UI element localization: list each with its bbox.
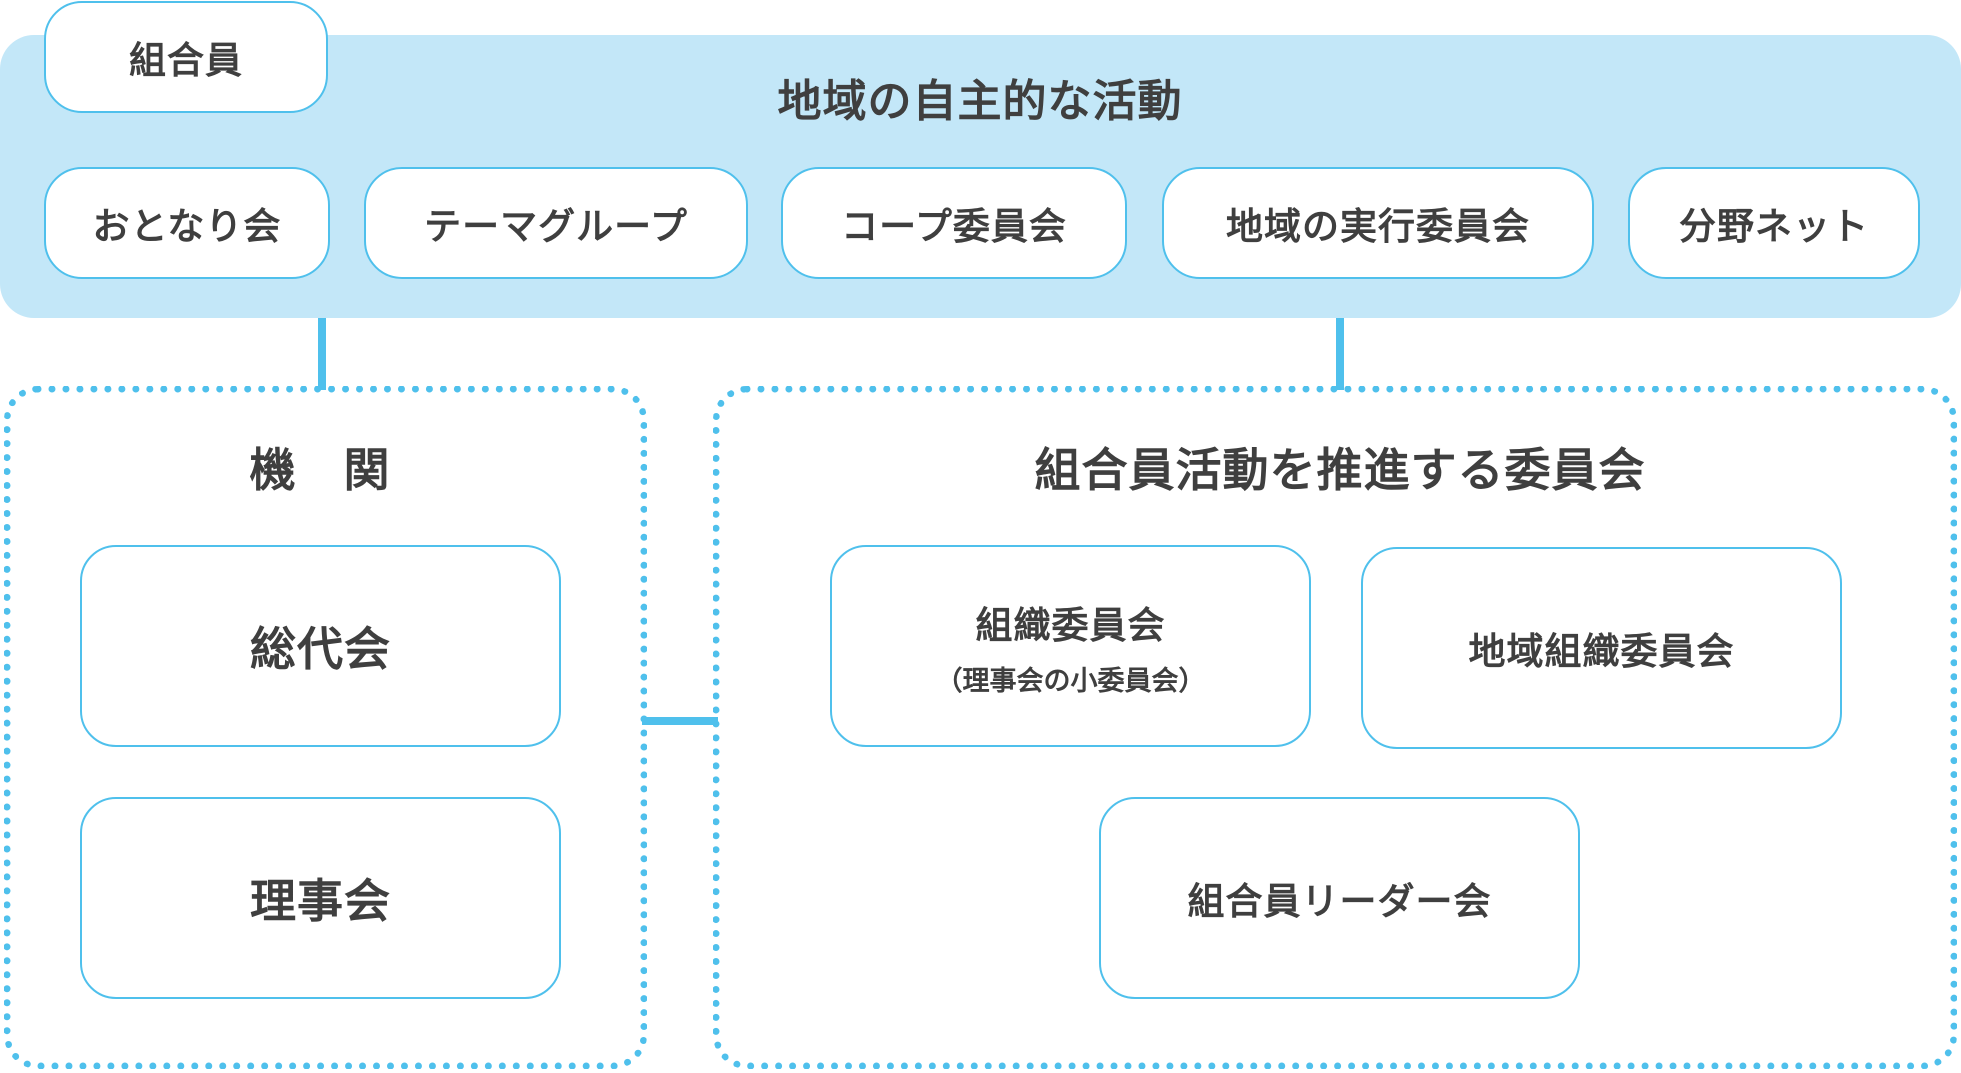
- regional-activities-title: 地域の自主的な活動: [777, 76, 1183, 127]
- organs-title: 機 関: [249, 443, 391, 497]
- connector-organs-to-committees: [642, 717, 718, 725]
- activity-label: 地域の実行委員会: [1226, 205, 1530, 248]
- activity-theme-group: テーマグループ: [364, 167, 748, 279]
- board-of-directors-box: 理事会: [80, 797, 561, 999]
- organization-committee-note: （理事会の小委員会）: [935, 665, 1206, 697]
- regional-organization-committee-label: 地域組織委員会: [1468, 630, 1735, 673]
- member-leader-meeting-label: 組合員リーダー会: [1187, 880, 1492, 923]
- organization-committee-box: 組織委員会 （理事会の小委員会）: [830, 545, 1311, 747]
- member-badge: 組合員: [44, 1, 328, 113]
- activity-regional-executive-committee: 地域の実行委員会: [1162, 167, 1594, 279]
- activity-coop-committee: コープ委員会: [781, 167, 1127, 279]
- activity-label: 分野ネット: [1679, 205, 1869, 248]
- connector-band-to-committees: [1336, 318, 1344, 390]
- general-assembly-label: 総代会: [250, 622, 391, 676]
- activity-label: おとなり会: [92, 205, 282, 248]
- organization-committee-label: 組織委員会: [975, 603, 1166, 647]
- activity-otonarikai: おとなり会: [44, 167, 330, 279]
- regional-organization-committee-box: 地域組織委員会: [1361, 547, 1842, 749]
- activity-field-net: 分野ネット: [1628, 167, 1920, 279]
- activity-label: テーマグループ: [424, 205, 688, 248]
- committees-group: [713, 386, 1957, 1069]
- member-leader-meeting-box: 組合員リーダー会: [1099, 797, 1580, 999]
- board-of-directors-label: 理事会: [250, 874, 391, 928]
- member-badge-label: 組合員: [129, 39, 243, 82]
- connector-band-to-organs: [318, 318, 326, 390]
- committees-title: 組合員活動を推進する委員会: [1034, 443, 1646, 497]
- organs-group: [4, 386, 647, 1069]
- activity-label: コープ委員会: [841, 205, 1067, 248]
- general-assembly-box: 総代会: [80, 545, 561, 747]
